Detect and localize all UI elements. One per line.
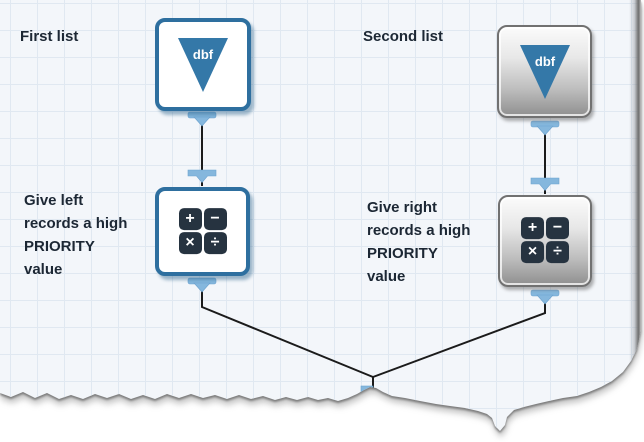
- dbf-file-icon: dbf: [178, 38, 228, 92]
- plus-tile: +: [178, 207, 202, 230]
- output-anchor-first-input[interactable]: [187, 111, 217, 127]
- node-right-formula[interactable]: + − × ÷: [498, 195, 592, 287]
- multiply-tile: ×: [521, 241, 544, 264]
- node-left-formula[interactable]: + − × ÷: [155, 187, 250, 276]
- divide-tile: ÷: [203, 231, 227, 254]
- canvas-right-edge-shadow: [629, 0, 641, 378]
- multiply-tile: ×: [178, 231, 202, 254]
- dbf-icon-text: dbf: [534, 54, 555, 69]
- calculator-icon: + − × ÷: [178, 207, 227, 254]
- first-list-label: First list: [20, 28, 79, 45]
- plus-tile: +: [521, 217, 544, 240]
- right-note-label: Give right records a high PRIORITY value: [367, 199, 471, 285]
- junction-anchor[interactable]: [360, 385, 374, 397]
- input-anchor-right-formula[interactable]: [530, 177, 560, 191]
- dbf-icon-text: dbf: [193, 47, 214, 62]
- node-first-input-dbf[interactable]: dbf: [155, 18, 251, 111]
- minus-tile: −: [203, 207, 227, 230]
- dbf-file-icon: dbf: [519, 45, 570, 99]
- wire-right-to-junction: [372, 294, 546, 378]
- output-anchor-second-input[interactable]: [530, 120, 560, 136]
- second-list-label: Second list: [363, 28, 444, 45]
- divide-tile: ÷: [546, 241, 569, 264]
- wire-left-to-junction: [201, 282, 374, 378]
- minus-tile: −: [546, 217, 569, 240]
- output-anchor-right-formula[interactable]: [530, 289, 560, 305]
- output-anchor-left-formula[interactable]: [187, 277, 217, 293]
- node-second-input-dbf[interactable]: dbf: [497, 25, 592, 118]
- left-note-label: Give left records a high PRIORITY value: [24, 192, 128, 278]
- input-anchor-left-formula[interactable]: [187, 169, 217, 183]
- calculator-icon: + − × ÷: [521, 217, 569, 264]
